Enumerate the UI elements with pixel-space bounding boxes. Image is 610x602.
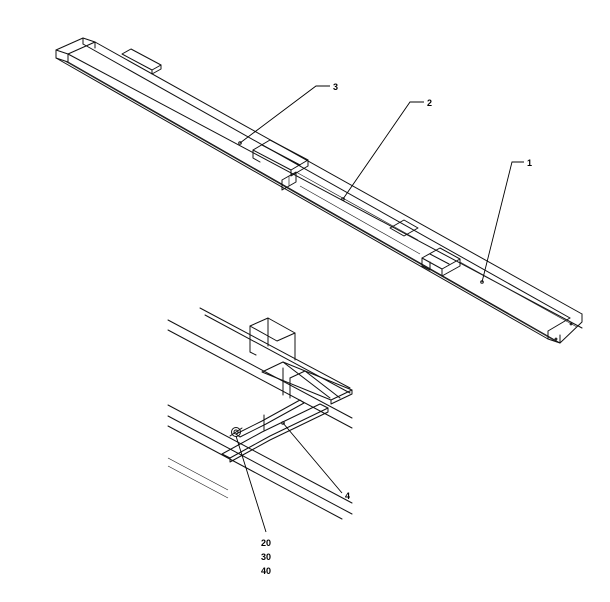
callout-1: 1 (527, 158, 532, 168)
callout-3: 3 (333, 82, 338, 92)
detail-view (167, 307, 353, 533)
callout-4: 4 (345, 491, 350, 501)
callout-30: 30 (261, 552, 271, 562)
callout-40: 40 (261, 566, 271, 576)
rail-assembly (55, 37, 583, 344)
callout-20: 20 (261, 538, 271, 548)
callout-2: 2 (427, 98, 432, 108)
